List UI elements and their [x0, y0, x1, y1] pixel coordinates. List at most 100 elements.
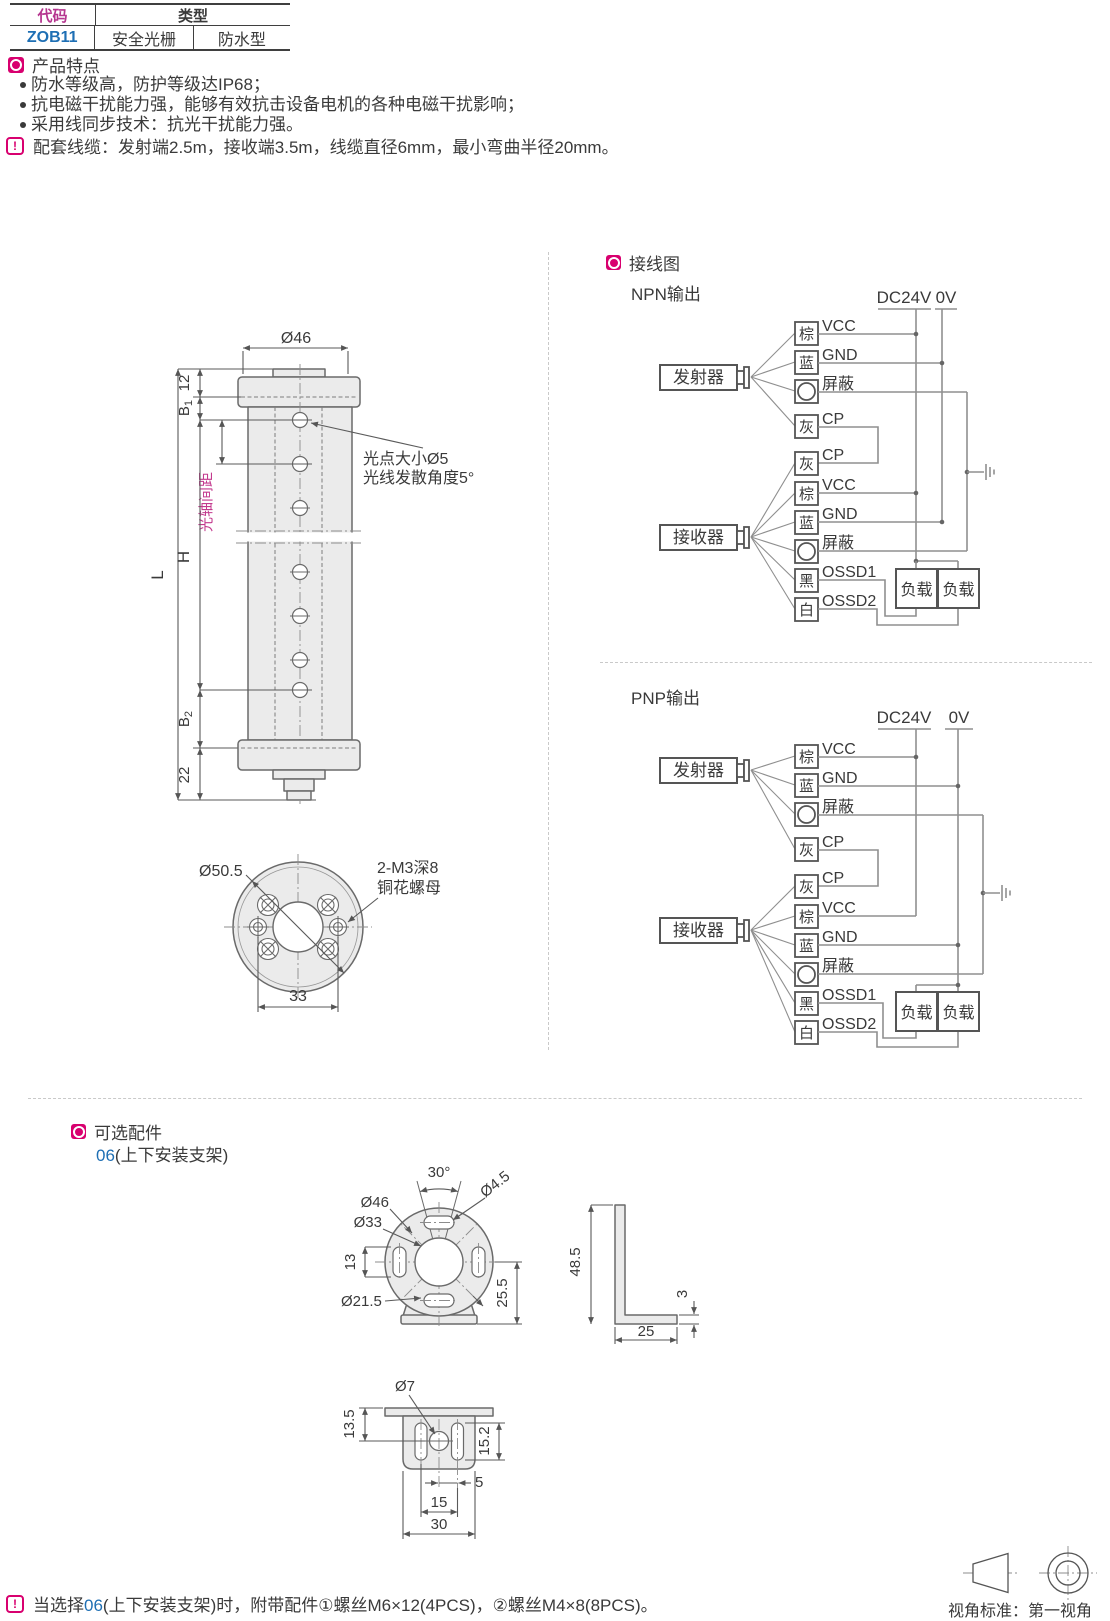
accessory-code: 06 — [96, 1146, 115, 1165]
signal-label: CP — [822, 447, 844, 464]
projection-label: 视角标准：第一视角 — [948, 1603, 1093, 1620]
nut-note-2: 铜花螺母 — [377, 879, 441, 897]
bottom-connector — [272, 769, 326, 780]
load-box — [937, 568, 980, 609]
load-label: 负载 — [942, 1004, 974, 1022]
signal-label: VCC — [822, 477, 856, 494]
dim-13: 13 — [342, 1254, 359, 1271]
wire-color: 灰 — [799, 842, 814, 859]
cable-note: ! 配套线缆：发射端2.5m，接收端3.5m，线缆直径6mm，最小弯曲半径20m… — [6, 133, 619, 158]
signal-label: OSSD1 — [822, 987, 876, 1004]
bullet-icon — [20, 102, 26, 108]
pnp-title: PNP输出 — [631, 689, 700, 708]
dim-485: 48.5 — [567, 1247, 584, 1276]
wiring-header: 接线图 — [606, 250, 680, 275]
wiring-title: 接线图 — [629, 255, 680, 274]
code-type-table: 代码 类型 ZOB11 安全光栅 防水型 — [10, 3, 290, 51]
nut-note-1: 2-M3深8 — [377, 859, 438, 877]
accessories-header: 可选配件 — [71, 1119, 162, 1144]
signal-label: OSSD2 — [822, 593, 876, 610]
section-marker-icon — [606, 255, 621, 270]
dim-B2: B2 — [176, 711, 195, 727]
list-item: 防水等级高，防护等级达IP68； — [20, 75, 1020, 95]
table-cell-type2: 防水型 — [192, 26, 290, 49]
npn-title: NPN输出 — [631, 285, 701, 304]
npn-transmitter-label: 发射器 — [673, 368, 724, 387]
dim-dia46: Ø46 — [281, 330, 311, 347]
bracket-drawings: 30° Ø4.5 Ø46 Ø33 13 Ø21.5 25.5 48.5 — [341, 1164, 699, 1539]
accessory-variant: 06(上下安装支架) — [96, 1141, 228, 1166]
ground-icon — [985, 464, 995, 480]
dim-dia7: Ø7 — [395, 1378, 415, 1395]
wire-color: 蓝 — [799, 778, 814, 795]
bullet-icon — [20, 82, 26, 88]
dim-dia45: Ø4.5 — [477, 1168, 513, 1201]
load-label: 负载 — [942, 581, 974, 599]
dim-30b: 30 — [431, 1516, 448, 1533]
shield-wire-icon — [797, 382, 816, 401]
wire-color: 白 — [799, 1025, 814, 1042]
table-cell-type1: 安全光栅 — [94, 26, 192, 49]
npn-0v-label: 0V — [936, 288, 957, 307]
features-title: 产品特点 — [32, 57, 100, 76]
dim-dia33: Ø33 — [354, 1214, 382, 1231]
signal-label: CP — [822, 870, 844, 887]
signal-label: VCC — [822, 741, 856, 758]
top-cap — [237, 376, 361, 408]
dim-33: 33 — [289, 988, 307, 1005]
dim-30deg: 30° — [428, 1164, 451, 1181]
dim-25: 25 — [638, 1323, 655, 1340]
dim-135: 13.5 — [341, 1409, 358, 1438]
wire-color: 黑 — [799, 573, 814, 590]
signal-label: VCC — [822, 318, 856, 335]
shield-wire-icon — [797, 965, 816, 984]
signal-label: GND — [822, 347, 858, 364]
dim-B1: B1 — [176, 400, 195, 416]
dim-5: 5 — [475, 1474, 483, 1491]
dim-L: L — [148, 570, 167, 579]
wire-color: 灰 — [799, 879, 814, 896]
npn-wiring-diagram: DC24V 0V 发射器 棕 蓝 灰 VCC GND 屏蔽 CP 接收器 — [659, 288, 995, 626]
signal-label: CP — [822, 411, 844, 428]
vertical-divider — [548, 252, 549, 1050]
cylinder-end-view: Ø50.5 2-M3深8 铜花螺母 33 — [199, 854, 441, 1012]
wire-color: 棕 — [799, 909, 814, 926]
npn-receiver-box — [659, 524, 738, 551]
pnp-receiver-label: 接收器 — [673, 921, 724, 940]
footer-note: ! 当选择06(上下安装支架)时，附带配件①螺丝M6×12(4PCS)，②螺丝M… — [6, 1591, 658, 1616]
accessories-title: 可选配件 — [94, 1124, 162, 1143]
list-item: 采用线同步技术：抗光干扰能力强。 — [20, 115, 1020, 135]
dim-15: 15 — [431, 1494, 448, 1511]
npn-transmitter-box — [659, 364, 738, 391]
wire-color: 白 — [799, 602, 814, 619]
ground-icon — [1001, 885, 1011, 901]
npn-pnp-divider — [600, 662, 1092, 663]
signal-label: 屏蔽 — [822, 375, 854, 393]
load-box — [895, 568, 938, 609]
pnp-0v-label: 0V — [949, 708, 970, 727]
load-label: 负载 — [900, 581, 932, 599]
wire-color: 棕 — [799, 486, 814, 503]
section-marker-icon — [8, 56, 24, 73]
load-label: 负载 — [900, 1004, 932, 1022]
exclamation-icon: ! — [6, 136, 24, 155]
signal-label: 屏蔽 — [822, 957, 854, 975]
dim-255: 25.5 — [494, 1278, 511, 1307]
features-list: 防水等级高，防护等级达IP68； 抗电磁干扰能力强，能够有效抗击设备电机的各种电… — [20, 75, 1020, 135]
section-divider — [28, 1098, 1082, 1099]
shield-wire-icon — [797, 805, 816, 824]
dim-152: 15.2 — [476, 1426, 493, 1455]
cable-note-text: 配套线缆：发射端2.5m，接收端3.5m，线缆直径6mm，最小弯曲半径20mm。 — [33, 138, 619, 157]
dim-22: 22 — [176, 767, 193, 784]
wire-color: 棕 — [799, 749, 814, 766]
dim-3: 3 — [674, 1290, 691, 1298]
shield-wire-icon — [797, 542, 816, 561]
table-header-type: 类型 — [95, 5, 290, 25]
load-box — [937, 991, 980, 1032]
footer-note-code: 06 — [84, 1596, 103, 1615]
dim-dia215: Ø21.5 — [341, 1293, 382, 1310]
section-marker-icon — [71, 1124, 86, 1139]
signal-label: CP — [822, 834, 844, 851]
signal-label: 屏蔽 — [822, 798, 854, 816]
